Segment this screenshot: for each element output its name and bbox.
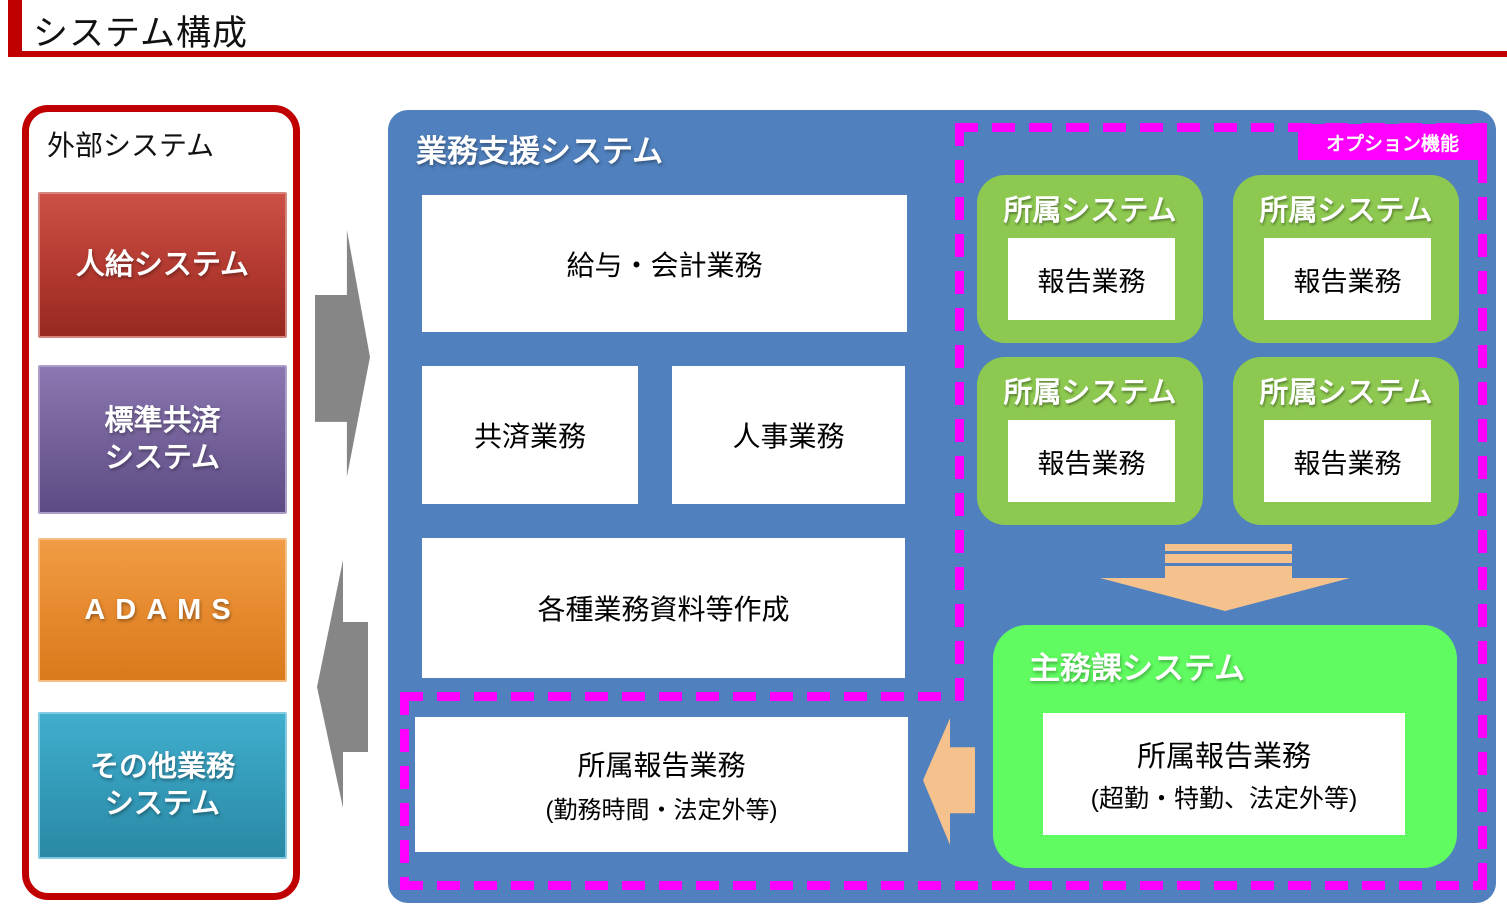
option-dashed-border-bottom bbox=[400, 881, 1487, 890]
dept-system-title: 所属システム bbox=[1259, 195, 1433, 227]
box-label-line2: (勤務時間・法定外等) bbox=[545, 797, 778, 824]
dept-system-box-2: 所属システム 報告業務 bbox=[1233, 175, 1459, 343]
external-system-box-kyosai: 標準共済 システム bbox=[38, 365, 287, 514]
dept-system-box-1: 所属システム 報告業務 bbox=[977, 175, 1203, 343]
box-label: 各種業務資料等作成 bbox=[537, 594, 790, 625]
option-dashed-border-right bbox=[1478, 123, 1487, 890]
external-system-label: 人給システム bbox=[75, 248, 250, 281]
box-shozoku-report: 所属報告業務 (勤務時間・法定外等) bbox=[415, 717, 908, 852]
box-jinji-gyomu: 人事業務 bbox=[672, 366, 905, 504]
box-label-line1: 所属報告業務 bbox=[577, 750, 746, 781]
box-label-line1: 所属報告業務 bbox=[1136, 741, 1311, 773]
title-underline bbox=[8, 51, 1507, 57]
box-label: 給与・会計業務 bbox=[566, 249, 763, 281]
business-support-panel: 業務支援システム 給与・会計業務 共済業務 人事業務 各種業務資料等作成 所属報… bbox=[388, 110, 1496, 903]
dept-report-box: 報告業務 bbox=[1008, 420, 1175, 502]
external-systems-panel: 外部システム 人給システム 標準共済 システム ADAMS その他業務 システム bbox=[22, 105, 300, 900]
external-system-box-other: その他業務 システム bbox=[38, 712, 287, 859]
dept-report-box: 報告業務 bbox=[1264, 238, 1431, 320]
box-documents: 各種業務資料等作成 bbox=[422, 538, 905, 678]
box-label: 人事業務 bbox=[732, 421, 845, 452]
dept-system-title: 所属システム bbox=[1259, 377, 1433, 409]
page-title: システム構成 bbox=[33, 14, 248, 53]
dept-system-box-4: 所属システム 報告業務 bbox=[1233, 357, 1459, 525]
shumuka-system-panel: 主務課システム 所属報告業務 (超勤・特勤、法定外等) bbox=[993, 625, 1457, 868]
box-label: 共済業務 bbox=[473, 421, 586, 452]
arrow-left-icon bbox=[317, 560, 368, 808]
box-kyosai-gyomu: 共済業務 bbox=[422, 366, 638, 504]
option-label: オプション機能 bbox=[1298, 124, 1487, 160]
option-dashed-border-top-lower bbox=[400, 692, 955, 701]
dept-system-box-3: 所属システム 報告業務 bbox=[977, 357, 1203, 525]
arrow-right-icon bbox=[315, 230, 370, 477]
striped-down-arrow-icon bbox=[1100, 544, 1350, 611]
option-dashed-border-left-lower bbox=[400, 692, 409, 890]
dept-report-box: 報告業務 bbox=[1008, 238, 1175, 320]
shumuka-system-title: 主務課システム bbox=[1029, 651, 1246, 686]
shumuka-report-box: 所属報告業務 (超勤・特勤、法定外等) bbox=[1043, 713, 1405, 835]
box-payroll-accounting: 給与・会計業務 bbox=[422, 195, 907, 332]
external-system-box-adams: ADAMS bbox=[38, 538, 287, 682]
external-system-label: 標準共済 システム bbox=[104, 405, 221, 474]
dept-system-title: 所属システム bbox=[1003, 377, 1177, 409]
external-system-box-jinkyu: 人給システム bbox=[38, 192, 287, 338]
box-label-line2: (超勤・特勤、法定外等) bbox=[1090, 785, 1358, 813]
option-dashed-border-top bbox=[955, 123, 1487, 132]
external-system-label: ADAMS bbox=[84, 593, 241, 626]
title-accent-bar bbox=[8, 0, 22, 57]
dept-report-box: 報告業務 bbox=[1264, 420, 1431, 502]
peach-left-arrow-icon bbox=[923, 718, 975, 845]
business-support-title: 業務支援システム bbox=[416, 134, 664, 169]
option-dashed-border-left-upper bbox=[955, 123, 964, 701]
external-system-label: その他業務 システム bbox=[89, 751, 235, 820]
dept-system-title: 所属システム bbox=[1003, 195, 1177, 227]
external-panel-title: 外部システム bbox=[47, 130, 215, 161]
